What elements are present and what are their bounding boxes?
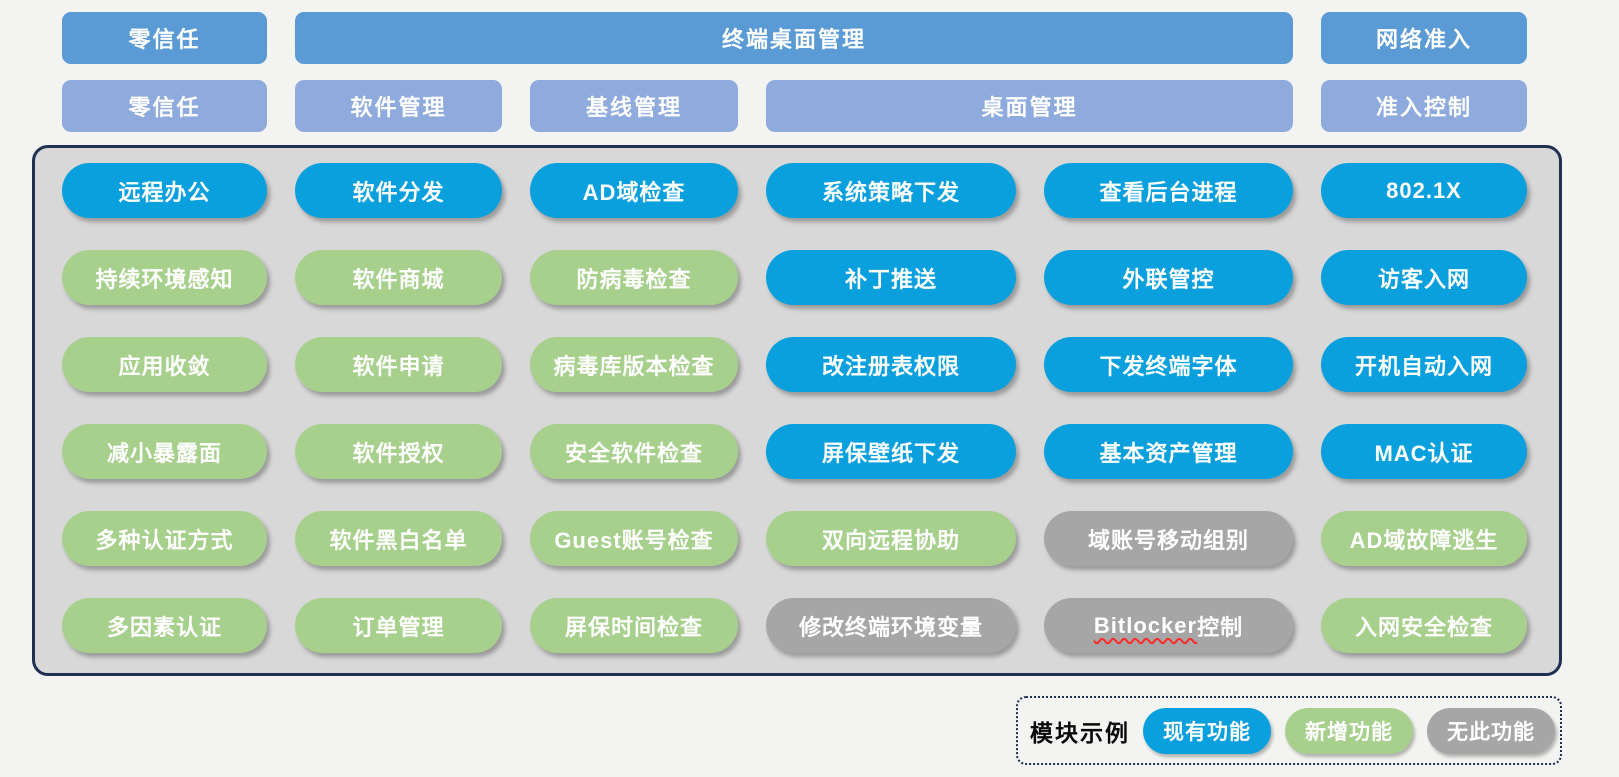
- feature-pill: 软件授权: [295, 424, 502, 479]
- feature-matrix-panel: 远程办公软件分发 AD域检查系统策略下发查看后台进程 802.1X 持续环境感知软件商…: [32, 145, 1562, 676]
- header-network-access: 网络准入: [1321, 12, 1527, 64]
- feature-pill: 修改终端环境变量: [766, 598, 1016, 653]
- subheader-baseline-management: 基线管理: [530, 80, 738, 132]
- feature-pill: 订单管理: [295, 598, 502, 653]
- feature-pill: 多种认证方式: [62, 511, 267, 566]
- feature-pill: 远程办公: [62, 163, 267, 218]
- sub-header-row: 零信任 软件管理 基线管理 桌面管理 准入控制: [62, 80, 1619, 132]
- feature-pill: 802.1X: [1321, 163, 1527, 218]
- header-terminal-desktop-management: 终端桌面管理: [295, 12, 1293, 64]
- feature-pill-label: 控制: [1197, 614, 1244, 640]
- feature-pill: 软件申请: [295, 337, 502, 392]
- feature-pill: 开机自动入网: [1321, 337, 1527, 392]
- feature-pill: 基本资产管理: [1044, 424, 1293, 479]
- feature-pill: 减小暴露面: [62, 424, 267, 479]
- legend-pill-none: 无此功能: [1427, 707, 1555, 754]
- legend-pill-new: 新增功能: [1285, 707, 1413, 754]
- feature-pill: 查看后台进程: [1044, 163, 1293, 218]
- subheader-zero-trust: 零信任: [62, 80, 267, 132]
- feature-pill: 多因素认证: [62, 598, 267, 653]
- feature-pill: 安全软件检查: [530, 424, 738, 479]
- feature-pill: AD域检查: [530, 163, 738, 218]
- feature-pill: 改注册表权限: [766, 337, 1016, 392]
- feature-pill: Guest账号检查: [530, 511, 738, 566]
- feature-pill: 下发终端字体: [1044, 337, 1293, 392]
- legend-pill-existing: 现有功能: [1143, 707, 1271, 754]
- feature-pill: 域账号移动组别: [1044, 511, 1293, 566]
- feature-pill: 系统策略下发: [766, 163, 1016, 218]
- feature-pill: MAC认证: [1321, 424, 1527, 479]
- legend: 模块示例 现有功能新增功能无此功能: [1016, 696, 1562, 765]
- legend-pill-list: 现有功能新增功能无此功能: [1143, 707, 1555, 754]
- feature-matrix-slide: 零信任 终端桌面管理 网络准入 零信任 软件管理 基线管理 桌面管理 准入控制 …: [0, 12, 1619, 765]
- subheader-software-management: 软件管理: [295, 80, 502, 132]
- feature-grid: 远程办公软件分发 AD域检查系统策略下发查看后台进程 802.1X 持续环境感知软件商…: [62, 163, 1559, 653]
- feature-pill: 外联管控: [1044, 250, 1293, 305]
- legend-title: 模块示例: [1030, 719, 1130, 746]
- feature-pill: 屏保时间检查: [530, 598, 738, 653]
- feature-pill: AD域故障逃生: [1321, 511, 1527, 566]
- top-header-row: 零信任 终端桌面管理 网络准入: [62, 12, 1619, 64]
- feature-pill: 双向远程协助: [766, 511, 1016, 566]
- feature-pill: 补丁推送: [766, 250, 1016, 305]
- subheader-access-control: 准入控制: [1321, 80, 1527, 132]
- feature-pill: 软件黑白名单: [295, 511, 502, 566]
- feature-pill: 防病毒检查: [530, 250, 738, 305]
- misspelled-word: Bitlocker: [1093, 612, 1198, 638]
- feature-pill: 访客入网: [1321, 250, 1527, 305]
- header-zero-trust: 零信任: [62, 12, 267, 64]
- feature-pill: 屏保壁纸下发: [766, 424, 1016, 479]
- feature-pill: 入网安全检查: [1321, 598, 1527, 653]
- feature-pill: 软件分发: [295, 163, 502, 218]
- subheader-desktop-management: 桌面管理: [766, 80, 1293, 132]
- feature-pill: 病毒库版本检查: [530, 337, 738, 392]
- feature-pill: 持续环境感知: [62, 250, 267, 305]
- feature-pill: 应用收敛: [62, 337, 267, 392]
- feature-pill: 软件商城: [295, 250, 502, 305]
